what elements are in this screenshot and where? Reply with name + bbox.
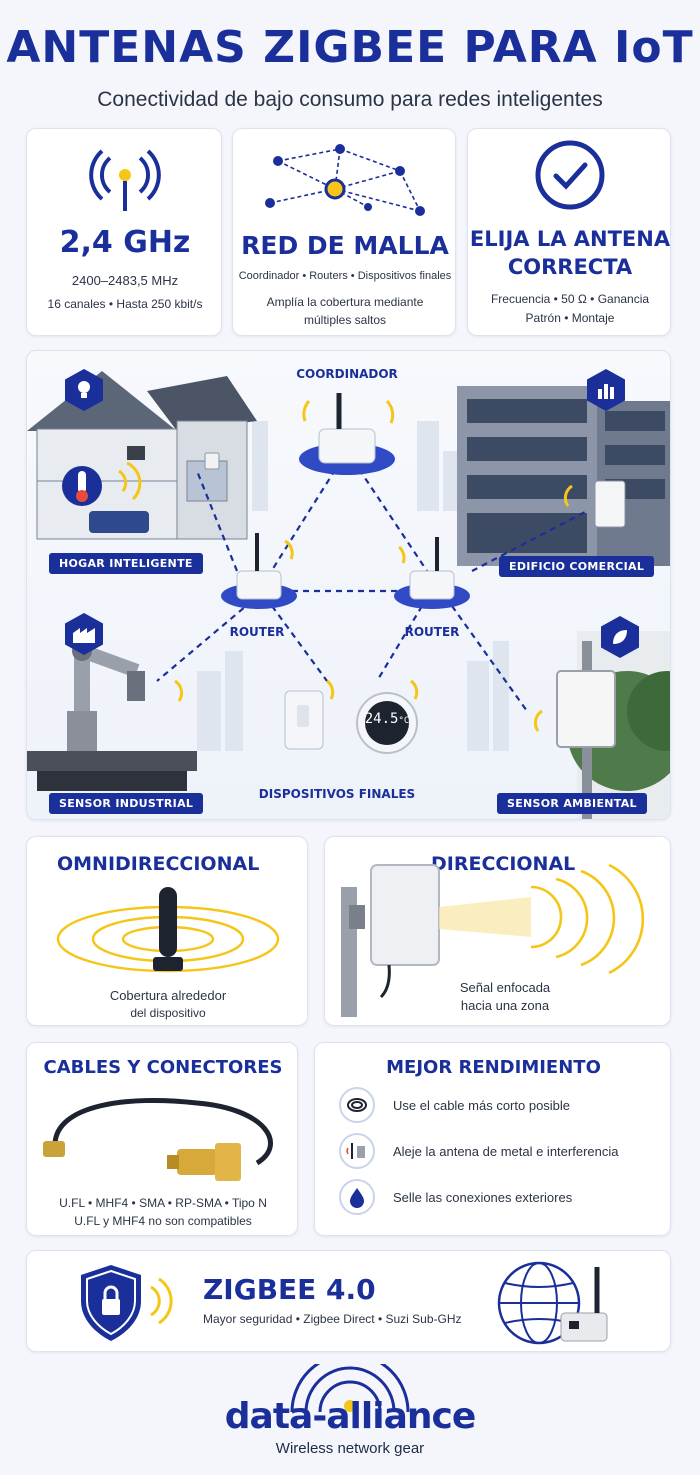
omni-antenna-icon: [56, 887, 280, 973]
thermostat-value: 24.5: [364, 711, 399, 727]
end-device-thermostat: [356, 692, 418, 754]
directional-title: DIRECCIONAL: [431, 853, 576, 875]
choose-criteria-line1: Frecuencia • 50 Ω • Ganancia: [490, 292, 650, 306]
card-frequency: 2,4 GHz 2400–2483,5 MHz 16 canales • Has…: [26, 128, 222, 336]
card-omnidirectional: OMNIDIRECCIONAL Cobertura alrededor del …: [26, 836, 308, 1026]
coordinator-label: COORDINADOR: [296, 367, 398, 381]
card-cables: CABLES Y CONECTORES U.FL • MHF4 • SMA • …: [26, 1042, 298, 1236]
performance-title: MEJOR RENDIMIENTO: [386, 1057, 601, 1078]
factory-icon: [65, 613, 103, 655]
network-scene: [27, 371, 670, 819]
card-directional: DIRECCIONAL Señal enfocada hacia una zon…: [324, 836, 671, 1026]
tag-smart-home: HOGAR INTELIGENTE: [49, 553, 203, 574]
tip-seal-connections: Selle las conexiones exteriores: [339, 1179, 572, 1215]
tip-away-from-metal: Aleje la antena de metal e interferencia: [339, 1133, 618, 1169]
router-left-node: [221, 533, 297, 609]
brand-tagline: Wireless network gear: [275, 1440, 425, 1457]
frequency-range: 2400–2483,5 MHz: [71, 273, 179, 288]
end-devices-label: DISPOSITIVOS FINALES: [258, 787, 416, 801]
mesh-roles: Coordinador • Routers • Dispositivos fin…: [238, 270, 452, 282]
tip-seal-connections-text: Selle las conexiones exteriores: [393, 1189, 573, 1205]
router-right-node: [394, 537, 470, 609]
tip-short-cable-text: Use el cable más corto posible: [393, 1097, 571, 1113]
security-shield-icon: [81, 1265, 173, 1341]
choose-title-line1: ELIJA LA ANTENA: [469, 227, 671, 251]
wifi-antenna-icon: [89, 149, 161, 211]
page-title: ANTENAS ZIGBEE PARA IoT: [6, 22, 694, 73]
coax-cable-connector-icon: [43, 1097, 273, 1181]
globe-gateway-icon: [497, 1261, 608, 1345]
directional-desc-line1: Señal enfocada: [459, 980, 551, 995]
industrial-robot-illustration: [27, 641, 197, 791]
frequency-channels: 16 canales • Hasta 250 kbit/s: [47, 297, 203, 311]
connector-list: U.FL • MHF4 • SMA • RP-SMA • Tipo N: [59, 1196, 267, 1210]
thermostat-unit: °C: [398, 716, 410, 726]
directional-desc-line2: hacia una zona: [460, 998, 550, 1013]
cables-title: CABLES Y CONECTORES: [43, 1057, 283, 1078]
thermostat-reading: 24.5°C: [351, 711, 423, 727]
network-diagram: COORDINADOR ROUTER ROUTER DISPOSITIVOS F…: [26, 350, 671, 820]
card-performance: MEJOR RENDIMIENTO Use el cable más corto…: [314, 1042, 671, 1236]
choose-criteria-line2: Patrón • Montaje: [525, 311, 615, 325]
tag-commercial-building: EDIFICIO COMERCIAL: [499, 556, 655, 577]
thermometer-icon: [62, 466, 102, 506]
brand-signal-arcs-icon: [290, 1364, 410, 1413]
card-choose-antenna: ELIJA LA ANTENA CORRECTA Frecuencia • 50…: [467, 128, 671, 336]
lightbulb-icon: [65, 369, 103, 411]
frequency-title: 2,4 GHz: [59, 225, 191, 260]
brand-name: data-alliance: [224, 1396, 477, 1437]
tag-industrial-sensor: SENSOR INDUSTRIAL: [49, 793, 204, 814]
cable-coil-icon: [339, 1087, 375, 1123]
directional-antenna-icon: [341, 863, 645, 1017]
check-circle-icon: [535, 140, 605, 210]
router-left-label: ROUTER: [229, 625, 285, 639]
mesh-title: RED DE MALLA: [241, 231, 449, 260]
omni-title: OMNIDIRECCIONAL: [57, 853, 260, 875]
water-drop-icon: [339, 1179, 375, 1215]
tag-environment-sensor: SENSOR AMBIENTAL: [497, 793, 647, 814]
commercial-building-illustration: [457, 386, 670, 566]
tip-away-from-metal-text: Aleje la antena de metal e interferencia: [393, 1143, 619, 1159]
router-right-label: ROUTER: [404, 625, 460, 639]
coordinator-node: [299, 393, 395, 475]
page-subtitle: Conectividad de bajo consumo para redes …: [97, 88, 603, 111]
omni-desc-line2: del dispositivo: [130, 1006, 206, 1020]
interference-icon: [339, 1133, 375, 1169]
connector-note: U.FL y MHF4 no son compatibles: [74, 1214, 252, 1228]
zigbee4-features: Mayor seguridad • Zigbee Direct • Suzi S…: [203, 1312, 462, 1326]
mesh-network-icon: [265, 144, 425, 216]
card-zigbee4: ZIGBEE 4.0 Mayor seguridad • Zigbee Dire…: [26, 1250, 671, 1352]
tip-short-cable: Use el cable más corto posible: [339, 1087, 570, 1123]
zigbee4-title: ZIGBEE 4.0: [203, 1273, 376, 1306]
smart-home-illustration: [27, 371, 257, 540]
card-mesh: RED DE MALLA Coordinador • Routers • Dis…: [232, 128, 456, 336]
mesh-desc-line2: múltiples saltos: [303, 313, 387, 327]
choose-title-line2: CORRECTA: [507, 255, 633, 279]
environment-sensor-illustration: [556, 631, 670, 819]
mesh-desc-line1: Amplía la cobertura mediante: [266, 295, 424, 309]
end-device-switch: [284, 690, 324, 750]
omni-desc-line1: Cobertura alrededor: [109, 988, 227, 1003]
